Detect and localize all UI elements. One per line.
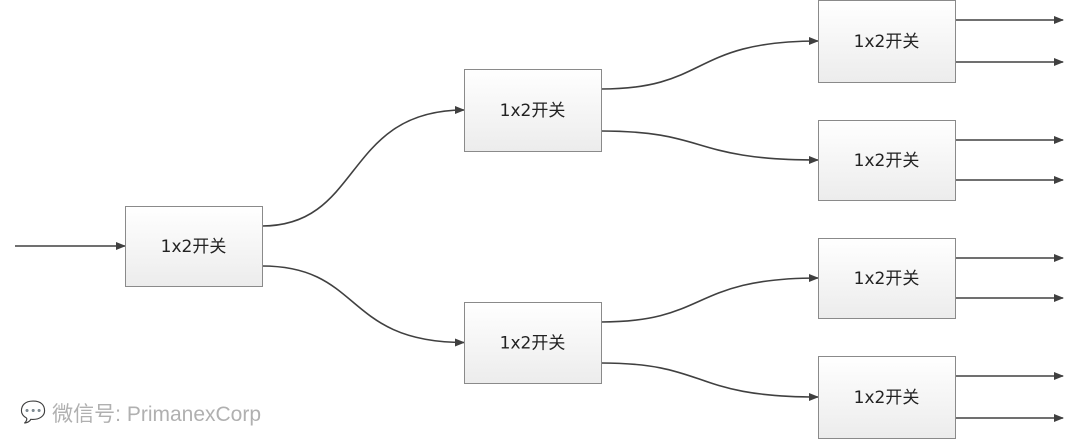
switch-box [464,302,602,384]
switch-label: 1x2开关 [161,237,227,257]
switch-box [818,356,956,439]
switch-label: 1x2开关 [500,334,566,354]
switch-node-mid-top: 1x2开关 [464,69,602,152]
connector-arrow [600,274,819,323]
switch-node-root: 1x2开关 [125,206,263,287]
switch-box [125,206,263,287]
switch-label: 1x2开关 [854,151,920,171]
switch-node-mid-bottom: 1x2开关 [464,302,602,384]
watermark-text: 微信号: PrimanexCorp [52,403,262,426]
switch-label: 1x2开关 [854,388,920,408]
connector-arrow [600,37,819,90]
switch-node-leaf-3: 1x2开关 [818,238,956,319]
switch-node-leaf-1: 1x2开关 [818,0,956,83]
switch-label: 1x2开关 [854,32,920,52]
switch-box [464,69,602,152]
connector-arrow [600,130,819,164]
switch-box [818,238,956,319]
switch-label: 1x2开关 [500,101,566,121]
connector-arrow [600,362,819,401]
switch-box [818,120,956,201]
wechat-icon: 💬 [20,401,47,424]
connector-arrow [261,265,465,347]
watermark: 💬 微信号: PrimanexCorp [20,398,261,428]
switch-label: 1x2开关 [854,269,920,289]
switch-box [818,0,956,83]
switch-node-leaf-2: 1x2开关 [818,120,956,201]
connector-arrow [261,106,465,227]
switch-node-leaf-4: 1x2开关 [818,356,956,439]
